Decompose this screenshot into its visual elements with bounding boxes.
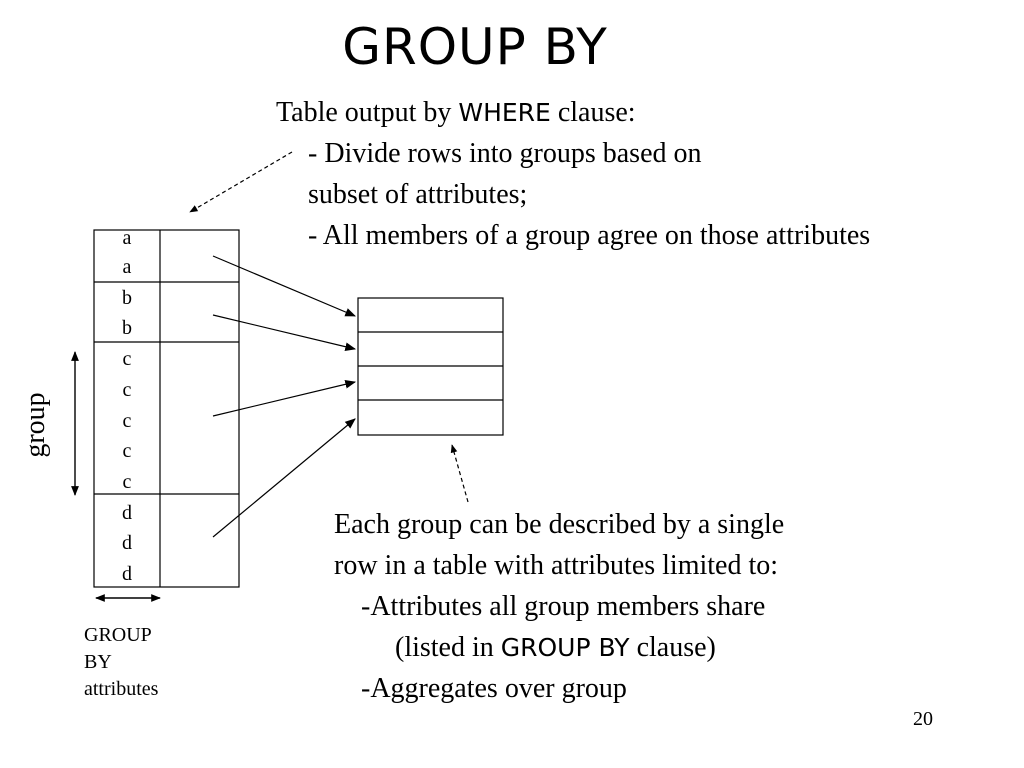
slide-title: GROUP BY — [342, 18, 608, 76]
table-cell-row-12: d — [122, 563, 132, 585]
bottom-note-line1: Each group can be described by a single — [334, 509, 785, 540]
top-note-line2: - Divide rows into groups based on — [308, 138, 702, 169]
bottom-note-line3: -Attributes all group members share — [361, 591, 766, 622]
table-cell-row-9: c — [122, 471, 132, 493]
top-note-line3: subset of attributes; — [308, 179, 528, 210]
table-cell-row-11: d — [122, 532, 132, 554]
table-cell-row-5: c — [122, 348, 132, 370]
arrow-group-b — [212, 314, 357, 351]
group-by-keyword: GROUP BY — [500, 633, 630, 662]
dashed-arrow-to-result — [450, 444, 469, 503]
table-cell-row-10: d — [122, 502, 132, 524]
group-by-attributes-line2: BY — [84, 651, 112, 673]
top-note-line1-post: clause: — [550, 97, 636, 128]
table-cell-row-8: c — [122, 440, 132, 462]
bottom-note-line4: (listed in GROUP BY clause) — [395, 627, 716, 668]
group-label: group — [20, 392, 51, 458]
top-note-line1: Table output by WHERE clause: — [276, 92, 636, 133]
top-note-line4: - All members of a group agree on those … — [308, 220, 871, 251]
arrow-group-d — [212, 418, 356, 538]
dashed-arrow-to-table — [189, 151, 293, 213]
bottom-note-line4-pre: (listed in — [395, 632, 501, 663]
group-by-attributes-label: GROUP BY attributes — [84, 622, 224, 703]
table-cell-row-1: a — [122, 227, 132, 249]
arrow-group-a — [212, 255, 356, 317]
bottom-note-line5: -Aggregates over group — [361, 673, 627, 704]
bottom-note-line4-post: clause) — [629, 632, 716, 663]
top-note-line1-pre: Table output by — [276, 97, 459, 128]
table-cell-row-6: c — [122, 379, 132, 401]
bottom-note-line2: row in a table with attributes limited t… — [334, 550, 779, 581]
left-table-border — [93, 229, 240, 588]
table-cell-row-2: a — [122, 256, 132, 278]
page-number: 20 — [913, 708, 933, 730]
table-cell-row-7: c — [122, 410, 132, 432]
table-cell-row-3: b — [122, 287, 132, 309]
group-by-attributes-line3: attributes — [84, 678, 159, 700]
table-cell-row-4: b — [122, 317, 132, 339]
result-table — [357, 297, 504, 436]
group-by-attributes-line1: GROUP — [84, 624, 152, 646]
where-keyword: WHERE — [458, 98, 551, 127]
left-table-frame — [93, 229, 240, 588]
arrow-group-c — [212, 380, 357, 417]
